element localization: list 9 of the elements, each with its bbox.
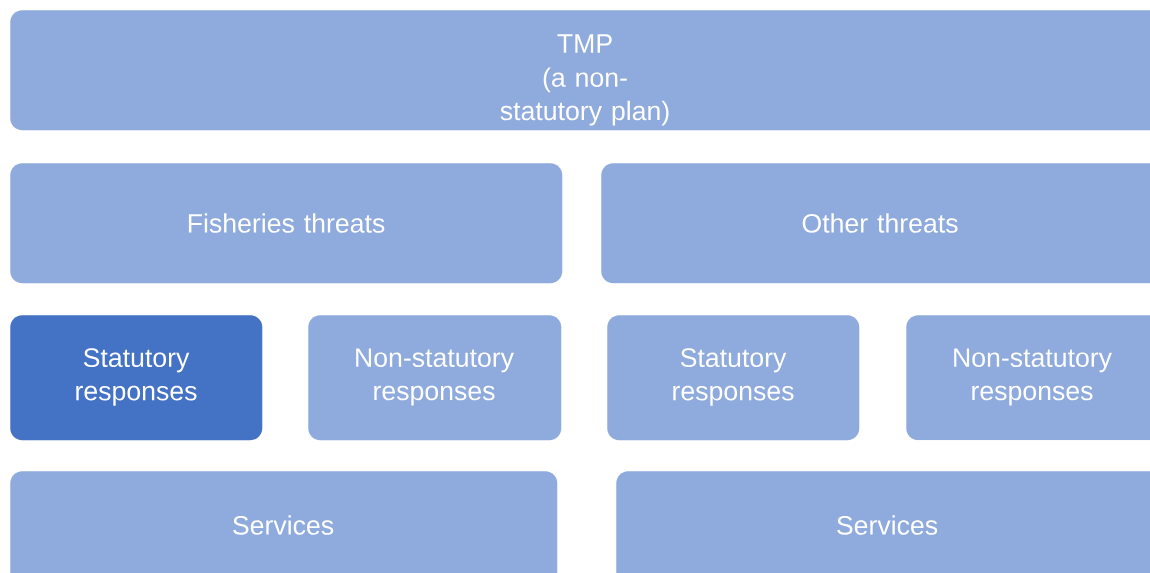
- process-box: Statutory responses: [10, 315, 263, 441]
- process-box: TMP (a non-statutory plan): [10, 10, 1150, 131]
- process-box: Non-statutory responses: [906, 315, 1150, 441]
- process-box: Fisheries threats: [10, 163, 563, 284]
- process-box: Non-statutory responses: [308, 315, 562, 441]
- process-box: Other threats: [601, 163, 1150, 284]
- process-box: Services: [616, 471, 1150, 573]
- process-box: Services: [10, 471, 558, 573]
- process-box: Statutory responses: [607, 315, 860, 441]
